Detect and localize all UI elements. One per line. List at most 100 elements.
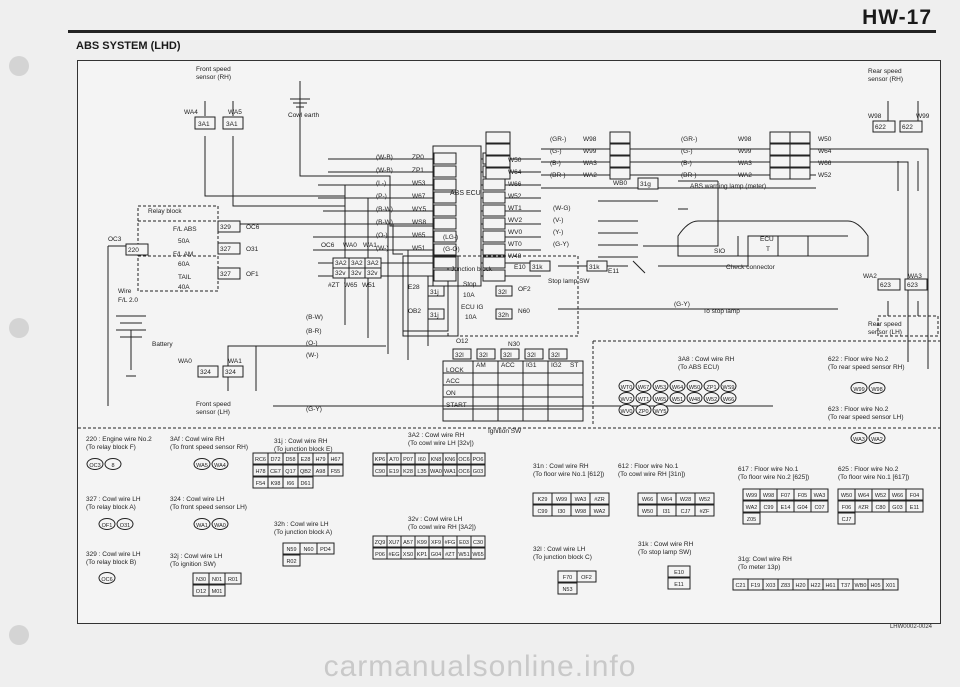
wire-label: W99	[916, 113, 930, 120]
pin-label: C30	[473, 540, 483, 546]
connector-pin: K99	[414, 535, 430, 548]
wire-label: (BR-)	[681, 172, 697, 179]
relay-block-label: Relay block	[148, 208, 182, 215]
legend-329: 329 : Cowl wire LH(To relay block B)	[86, 551, 141, 566]
ign-col-label: AM	[476, 362, 486, 369]
connector-pin: E11	[667, 577, 691, 590]
connector-pin: I30	[551, 504, 572, 517]
pin-label: W64	[858, 493, 869, 499]
pin-label: W52	[706, 397, 717, 403]
pin-label: C21	[735, 583, 745, 589]
connector-pin: P07	[400, 452, 416, 465]
pin-label: WA2	[871, 437, 883, 443]
pin-label: F06	[842, 505, 851, 511]
pin-label: OC3	[89, 463, 100, 469]
wire-label: (LG-)	[443, 234, 458, 241]
connector-label: 32v	[367, 270, 378, 277]
check-t-label: T	[766, 246, 770, 253]
pin-label: OC6	[458, 457, 469, 463]
legend-31n: 31n : Cowl wire RH(To floor wire No.1 [6…	[533, 463, 604, 478]
pin-label: OF2	[581, 575, 592, 581]
wire-label: W98	[583, 136, 597, 143]
stop-fuse-amp: 10A	[463, 292, 475, 299]
legend-31k: 31k : Cowl wire RH(To stop lamp SW)	[638, 541, 694, 556]
pin-label: #ZT	[445, 552, 455, 558]
legend-623: 623 : Floor wire No.2(To rear speed sens…	[828, 406, 904, 421]
connector-pin: D58	[282, 452, 299, 465]
connector-label: 623	[880, 282, 891, 289]
connector-pin: H20	[792, 578, 809, 591]
connector-pin: F07	[776, 488, 795, 501]
legend-32j: 32j : Cowl wire LH(To ignition SW)	[170, 553, 223, 568]
connector-label: 3A1	[226, 121, 238, 128]
connector-pin: E10	[667, 565, 691, 578]
connector-pin: N01	[208, 572, 226, 585]
connector-pin: W64	[854, 488, 873, 501]
pin-label: W99	[853, 387, 864, 393]
pin-label: G03	[473, 469, 483, 475]
wire-label: (BR-)	[550, 172, 566, 179]
pin-label: KP6	[375, 457, 385, 463]
connector-pin: W64	[669, 380, 686, 392]
legend-220: 220 : Engine wire No.2(To relay block F)	[86, 436, 152, 451]
wire-label: #ZT	[328, 282, 340, 289]
connector-pin: WT0	[618, 380, 635, 392]
wire-label: W50	[818, 136, 832, 143]
pin-label: F05	[798, 493, 807, 499]
connector-pin: C30	[470, 535, 486, 548]
pin-label: R02	[286, 559, 296, 565]
pin-label: A98	[316, 469, 326, 475]
wire-label: W99	[738, 148, 752, 155]
pin-label: N01	[212, 577, 222, 583]
pin-label: R01	[228, 577, 238, 583]
pin-label: E10	[674, 570, 684, 576]
connector-pin: W66	[720, 392, 737, 404]
connector-pin: H22	[807, 578, 824, 591]
pin-label: OC6	[101, 577, 112, 583]
connector-label: 32l	[455, 352, 464, 359]
wire-label: WA4	[184, 109, 198, 116]
connector-pin: #ZF	[694, 504, 715, 517]
connector-pin: W53	[652, 380, 669, 392]
tail-amp: 40A	[178, 284, 190, 291]
pin-label: WA1	[444, 469, 456, 475]
wire-label: WA2	[863, 273, 877, 280]
connector-pin: OF2	[576, 570, 597, 583]
wire-label: WA3	[583, 160, 597, 167]
connector-pin: C80	[871, 500, 890, 513]
connector-pin: F55	[327, 464, 344, 477]
legend-32v: 32v : Cowl wire LH(To cowl wire RH [3A2]…	[408, 516, 476, 531]
wire-label: WS8	[412, 219, 426, 226]
tail-label: TAIL	[178, 274, 192, 281]
wire-label: W51	[412, 245, 426, 252]
pin-label: C99	[537, 509, 547, 515]
pin-label: W48	[689, 397, 700, 403]
wire-label: E28	[408, 284, 420, 291]
connector-pin: WY5	[652, 404, 669, 416]
connector-label: 220	[128, 247, 139, 254]
wire-label: WA1	[228, 358, 242, 365]
wire-label: (L-)	[376, 180, 386, 187]
binder-hole	[9, 56, 29, 76]
connector-label: 32v	[335, 270, 346, 277]
connector-pin: W98	[759, 488, 778, 501]
connector-pin: KP6	[372, 452, 388, 465]
pin-label: W98	[871, 387, 882, 393]
pin-label: PD4	[320, 547, 331, 553]
connector-pin: T37	[837, 578, 854, 591]
pin-label: C07	[814, 505, 824, 511]
connector-pin: G04	[793, 500, 812, 513]
connector-pin: I31	[656, 504, 677, 517]
connector-pin: W99	[850, 382, 868, 394]
connector-pin: W66	[637, 492, 658, 505]
pin-label: W52	[875, 493, 886, 499]
connector-label: OC3	[108, 236, 122, 243]
connector-pin: C90	[372, 464, 388, 477]
connector-pin: WA0	[211, 518, 229, 530]
legend-3a2: 3A2 : Cowl wire RH(To cowl wire LH [32v]…	[408, 432, 474, 447]
pin-label: X01	[886, 583, 896, 589]
wire-label: N60	[518, 308, 530, 315]
pin-label: K98	[271, 481, 281, 487]
pin-label: W52	[699, 497, 710, 503]
header-rule	[68, 30, 936, 33]
